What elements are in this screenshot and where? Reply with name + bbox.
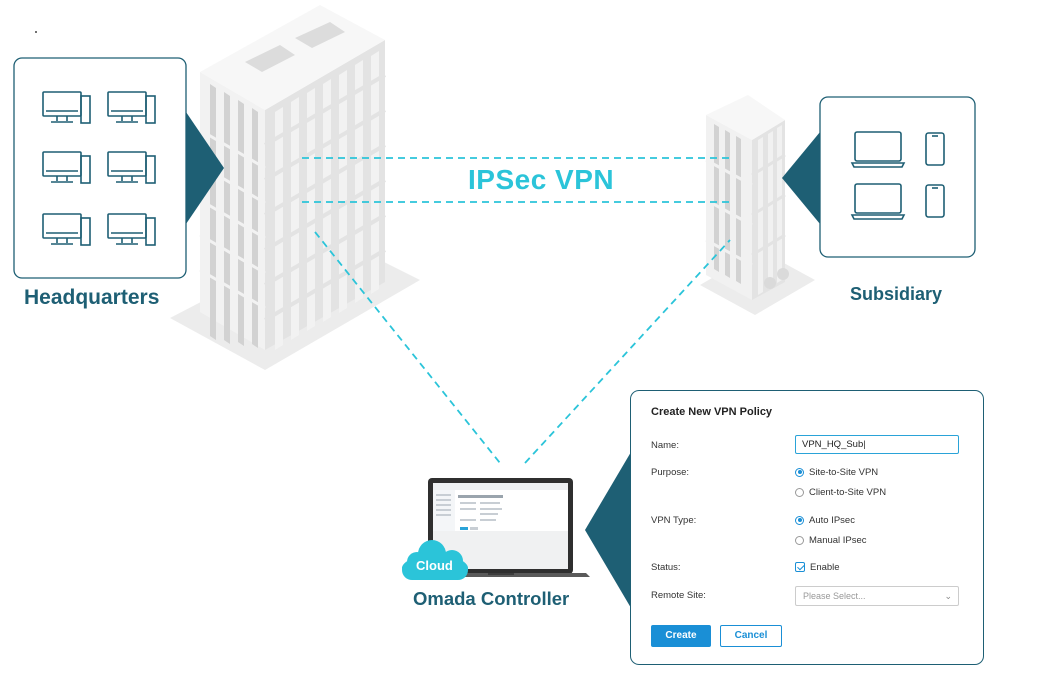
status-option-label: Enable: [810, 562, 840, 573]
purpose-option-client-to-site[interactable]: Client-to-Site VPN: [795, 487, 886, 498]
cloud-label: Cloud: [416, 558, 453, 573]
purpose-option-label: Client-to-Site VPN: [809, 487, 887, 498]
radio-unselected-icon: [795, 487, 804, 497]
cloud-icon: [402, 540, 468, 580]
checkbox-checked-icon: [795, 562, 805, 573]
subsidiary-callout: [782, 96, 976, 258]
remote-site-select[interactable]: Please Select... ⌄: [795, 586, 959, 606]
create-button[interactable]: Create: [651, 625, 711, 647]
purpose-option-site-to-site[interactable]: Site-to-Site VPN: [795, 467, 878, 478]
laptop-icon: [850, 131, 906, 220]
form-title: Create New VPN Policy: [651, 406, 773, 418]
name-label: Name:: [651, 440, 679, 451]
vpn-tunnel-lines: [302, 157, 732, 464]
vpn-type-option-auto[interactable]: Auto IPsec: [795, 515, 855, 526]
purpose-label: Purpose:: [651, 467, 690, 478]
subsidiary-building-icon: [700, 95, 815, 315]
status-enable-checkbox[interactable]: Enable: [795, 562, 840, 573]
vpn-type-option-manual[interactable]: Manual IPsec: [795, 535, 867, 546]
create-vpn-policy-form: Create New VPN Policy Name: VPN_HQ_Sub| …: [630, 390, 984, 665]
vpn-type-option-label: Manual IPsec: [809, 535, 867, 546]
name-input[interactable]: VPN_HQ_Sub|: [795, 435, 959, 454]
vpn-type-option-label: Auto IPsec: [809, 515, 855, 526]
purpose-option-label: Site-to-Site VPN: [809, 467, 879, 478]
desktop-computer-icon: [42, 91, 156, 246]
headquarters-building-icon: [170, 5, 420, 370]
radio-unselected-icon: [795, 535, 804, 545]
remote-site-label: Remote Site:: [651, 590, 706, 601]
status-label: Status:: [651, 562, 681, 573]
chevron-down-icon: ⌄: [944, 591, 952, 601]
controller-label: Omada Controller: [413, 588, 570, 609]
headquarters-callout: [13, 57, 224, 279]
radio-selected-icon: [795, 467, 804, 477]
form-callout-pointer: [585, 452, 631, 608]
smartphone-icon: [925, 132, 945, 218]
vpn-type-label: VPN Type:: [651, 515, 697, 526]
cancel-button[interactable]: Cancel: [720, 625, 782, 647]
headquarters-label: Headquarters: [24, 286, 160, 309]
radio-selected-icon: [795, 515, 804, 525]
subsidiary-label: Subsidiary: [850, 284, 943, 304]
remote-site-placeholder: Please Select...: [803, 591, 866, 601]
name-input-value: VPN_HQ_Sub: [802, 439, 864, 450]
vpn-type-title: IPSec VPN: [468, 164, 615, 195]
